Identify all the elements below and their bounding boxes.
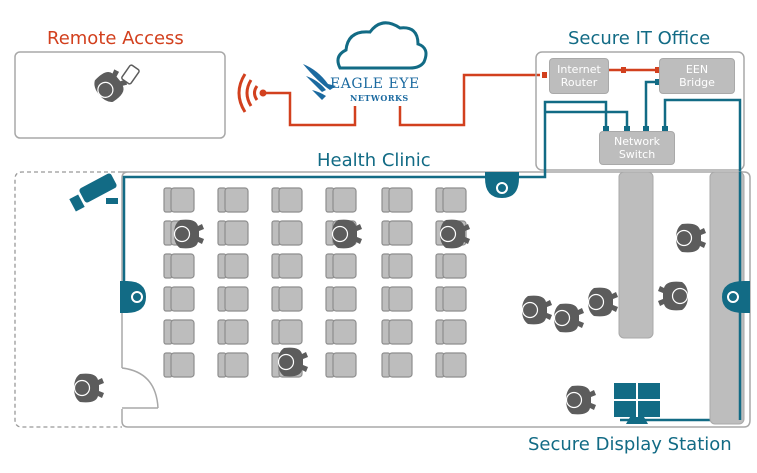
chair-icon (271, 187, 303, 213)
clinic-walls (121, 171, 751, 428)
chair-icon (435, 319, 467, 345)
device-label: Bridge (679, 76, 715, 89)
person-icon (675, 223, 706, 253)
device-label: Router (560, 76, 598, 89)
chair-icon (163, 319, 195, 345)
chair-icon (325, 253, 357, 279)
chair-icon (271, 286, 303, 312)
person-icon (94, 69, 128, 102)
dome-camera-icon (722, 281, 750, 313)
smartphone-icon (121, 64, 140, 85)
chair-icon (381, 187, 413, 213)
router-out-port (621, 67, 626, 73)
chair-icon (217, 319, 249, 345)
chair-icon (271, 253, 303, 279)
network-switch: Network Switch (599, 131, 675, 165)
remote-access-label: Remote Access (47, 28, 184, 49)
een-bridge: EEN Bridge (659, 58, 735, 94)
person-icon (73, 373, 104, 403)
bullet-camera-icon (69, 173, 118, 212)
chair-icon (163, 286, 195, 312)
person-icon (331, 219, 362, 249)
chair-icon (163, 187, 195, 213)
chair-icon (217, 286, 249, 312)
secure-display-station-label: Secure Display Station (528, 434, 732, 455)
dome-camera-icon (120, 281, 146, 313)
chair-icon (435, 352, 467, 378)
bridge-in-port (655, 67, 660, 73)
device-label: Internet (557, 63, 601, 76)
chair-icon (325, 286, 357, 312)
person-icon (553, 303, 584, 333)
chair-icon (217, 220, 249, 246)
chair-icon (325, 352, 357, 378)
chair-icon (435, 286, 467, 312)
internet-router: Internet Router (549, 58, 609, 94)
chair-icon (435, 253, 467, 279)
chair-icon (217, 187, 249, 213)
chair-icon (163, 253, 195, 279)
logo-subtitle: NETWORKS (350, 93, 409, 103)
cloud-icon (336, 21, 428, 70)
dome-camera-icon (485, 172, 519, 198)
device-label: Network (614, 135, 660, 148)
chair-icon (381, 319, 413, 345)
secure-it-office-zone (535, 51, 745, 171)
remote-link (266, 91, 357, 127)
person-icon (587, 287, 618, 317)
chair-icon (381, 253, 413, 279)
person-icon (277, 347, 308, 377)
chair-icon (381, 220, 413, 246)
lan-cabling (122, 80, 742, 422)
counter (618, 171, 654, 339)
chair-icon (271, 319, 303, 345)
chair-icon (381, 286, 413, 312)
switch-ports (603, 79, 668, 132)
chair-icon (163, 352, 195, 378)
person-icon (658, 281, 689, 311)
router-port (542, 72, 547, 78)
health-clinic-label: Health Clinic (317, 150, 431, 171)
eagle-logo-icon (303, 64, 336, 100)
device-label: Switch (618, 148, 656, 161)
person-icon (439, 219, 470, 249)
chair-icon (381, 352, 413, 378)
people-layer (73, 69, 706, 415)
chair-icon (217, 352, 249, 378)
secure-it-office-label: Secure IT Office (568, 28, 711, 49)
wifi-signal-icon (237, 73, 267, 113)
monitor-wall-icon (614, 383, 660, 424)
device-label: EEN (685, 63, 709, 76)
person-icon (173, 219, 204, 249)
waiting-room-seating (163, 187, 467, 378)
person-icon (521, 295, 552, 325)
door-icon (121, 367, 159, 409)
chair-icon (325, 187, 357, 213)
logo-wordmark: EAGLE EYE (330, 76, 420, 92)
chair-icon (325, 319, 357, 345)
chair-icon (217, 253, 249, 279)
chair-icon (435, 187, 467, 213)
person-icon (565, 385, 596, 415)
chair-icon (271, 220, 303, 246)
internet-link (398, 73, 540, 127)
corridor-outline (14, 171, 122, 428)
